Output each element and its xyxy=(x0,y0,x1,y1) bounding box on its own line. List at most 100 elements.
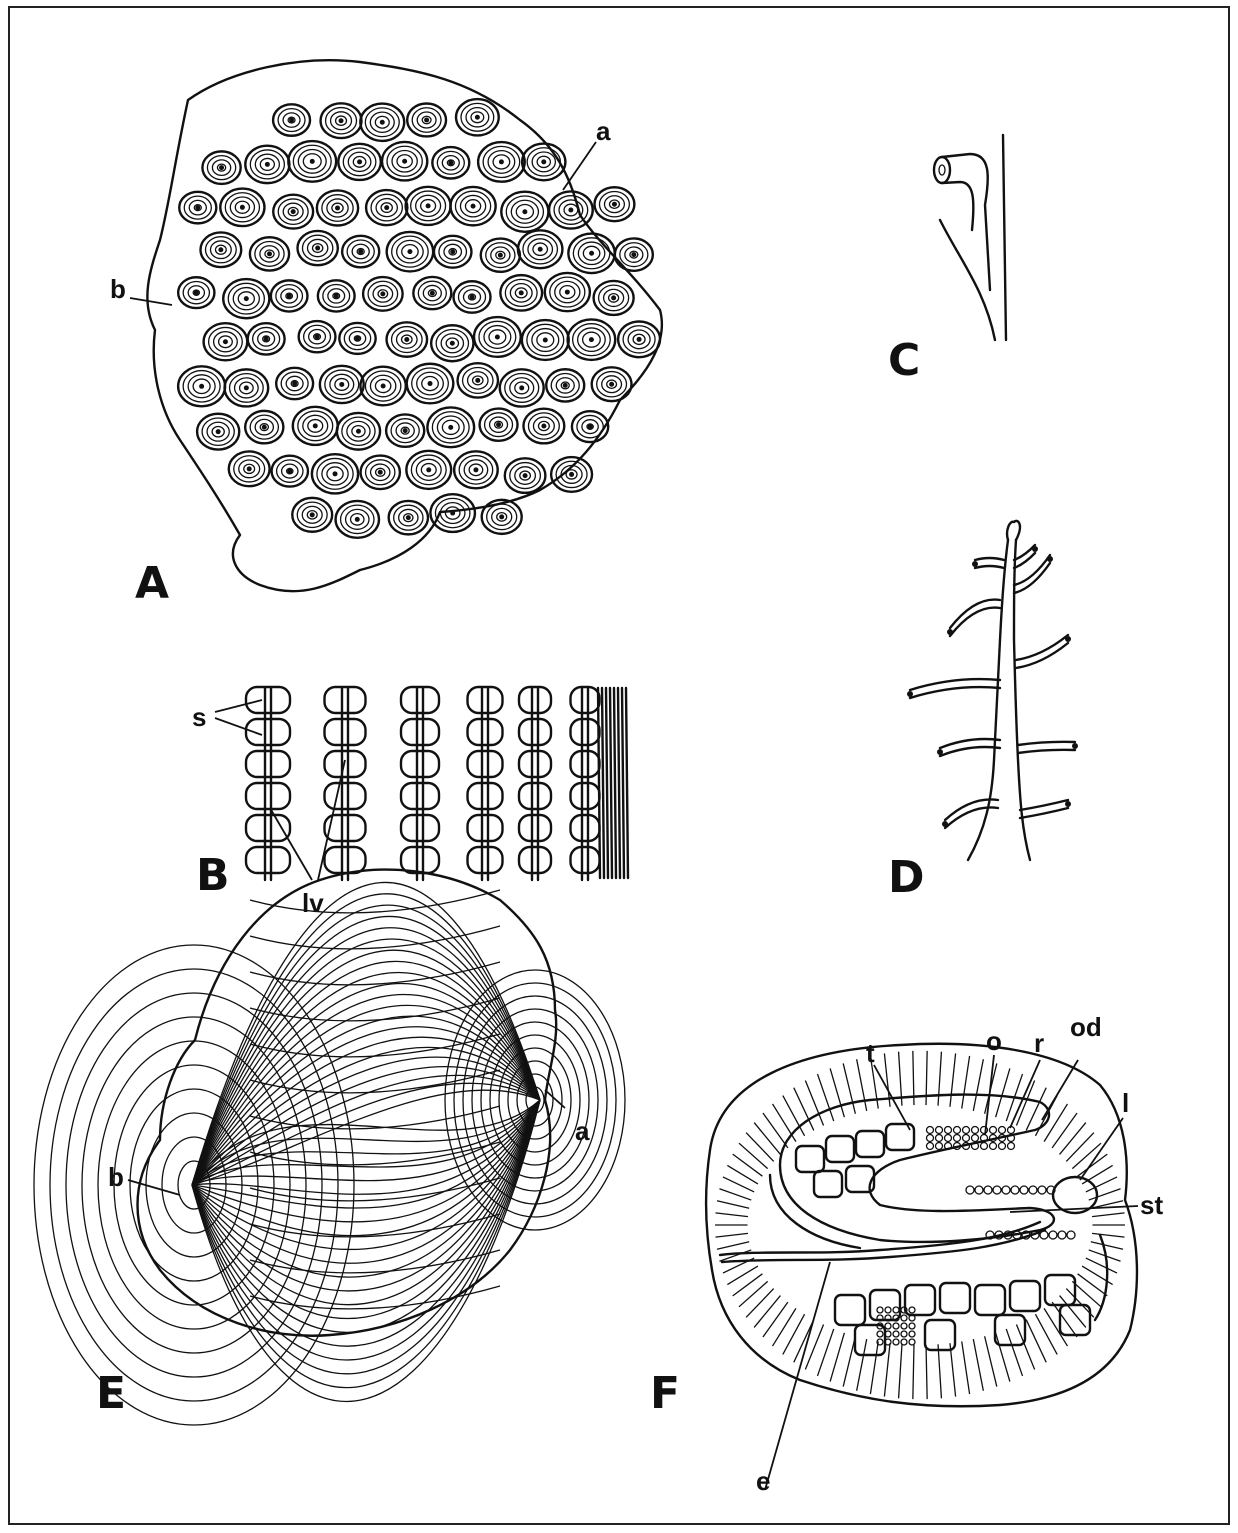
papilla xyxy=(975,1186,983,1194)
hatch-line xyxy=(1060,1123,1086,1155)
cell-nucleus xyxy=(589,337,594,342)
dense-stripe xyxy=(610,688,612,878)
polyp xyxy=(907,691,913,697)
cell-nucleus xyxy=(339,382,344,387)
cell-nucleus xyxy=(428,381,433,386)
branch xyxy=(1016,643,1068,668)
cell-nucleus xyxy=(219,165,224,170)
panel-f-label-od: od xyxy=(1070,1012,1102,1042)
cell-nucleus xyxy=(247,466,252,471)
cell-nucleus xyxy=(519,290,524,295)
panel-a-cells xyxy=(178,99,660,538)
egg xyxy=(901,1339,907,1345)
cell-nucleus xyxy=(355,517,360,522)
gonad-lobe xyxy=(975,1285,1005,1315)
hatch-line xyxy=(962,1341,970,1394)
cell-nucleus xyxy=(287,293,292,298)
gonad-lobe xyxy=(856,1131,884,1157)
cell-nucleus xyxy=(380,120,385,125)
hatch-line xyxy=(763,1302,788,1337)
panel-c: C xyxy=(888,135,1006,386)
cell-nucleus xyxy=(339,118,344,123)
cell-nucleus xyxy=(310,159,315,164)
dense-stripe xyxy=(598,688,600,878)
cell-nucleus xyxy=(473,467,478,472)
panel-c-opening xyxy=(934,157,950,183)
egg xyxy=(877,1307,883,1313)
panel-f-leader-e xyxy=(765,1262,830,1490)
ovary-egg xyxy=(972,1135,979,1142)
cell-nucleus xyxy=(287,469,292,474)
cell-nucleus xyxy=(264,336,269,341)
panel-b: s lv B xyxy=(192,687,628,918)
mesh-ring xyxy=(454,983,616,1217)
cell-nucleus xyxy=(289,118,294,123)
hatch-line xyxy=(857,1339,867,1391)
cell-nucleus xyxy=(450,511,455,516)
cell-nucleus xyxy=(334,293,339,298)
ovary-egg xyxy=(954,1127,961,1134)
panel-e-label-a: a xyxy=(575,1116,590,1146)
panel-f-leader-od xyxy=(1042,1060,1078,1120)
panel-a: a b A xyxy=(110,60,662,609)
panel-f-label-o: o xyxy=(986,1026,1002,1056)
panel-b-leader-lv1 xyxy=(270,808,312,880)
hatch-line xyxy=(1078,1154,1108,1176)
cell xyxy=(571,783,600,809)
cell xyxy=(246,847,290,873)
cell-nucleus xyxy=(475,378,480,383)
panel-a-leader-a xyxy=(563,142,596,190)
branch xyxy=(1018,742,1075,745)
cell xyxy=(401,815,439,841)
egg xyxy=(901,1315,907,1321)
dense-stripe xyxy=(626,688,628,878)
panel-b-leader-s1 xyxy=(215,700,262,712)
cell xyxy=(519,687,551,713)
cell-nucleus xyxy=(199,384,204,389)
hatch-line xyxy=(1060,1296,1086,1328)
panel-f-label-e: e xyxy=(756,1466,770,1496)
panel-c-letter: C xyxy=(888,335,920,386)
cell xyxy=(401,687,439,713)
cell-nucleus xyxy=(541,159,546,164)
cell xyxy=(325,719,366,745)
panel-f-leader-r xyxy=(1010,1060,1040,1128)
hatch-line xyxy=(1091,1242,1123,1250)
cell-nucleus xyxy=(381,384,386,389)
cell xyxy=(325,847,366,873)
ovary-egg xyxy=(936,1143,943,1150)
cell-nucleus xyxy=(357,159,362,164)
ovary-egg xyxy=(990,1127,997,1134)
cell-nucleus xyxy=(541,424,546,429)
cell xyxy=(325,815,366,841)
hatch-line xyxy=(1092,1233,1124,1237)
branch xyxy=(940,747,1000,756)
hatch-line xyxy=(938,1052,941,1106)
polyp xyxy=(1047,556,1053,562)
cell-nucleus xyxy=(407,249,412,254)
hatch-line xyxy=(739,1143,768,1168)
cell xyxy=(519,815,551,841)
hatch-line xyxy=(818,1329,834,1376)
cell xyxy=(571,687,600,713)
cell xyxy=(571,719,600,745)
ovary-egg xyxy=(1008,1143,1015,1150)
hatch-line xyxy=(746,1289,774,1318)
cell-nucleus xyxy=(568,207,573,212)
ovary-egg xyxy=(927,1143,934,1150)
cell-nucleus xyxy=(565,290,570,295)
cell xyxy=(401,719,439,745)
dense-stripe xyxy=(618,688,620,878)
gonad-lobe xyxy=(814,1171,842,1197)
panel-b-cell-grid xyxy=(246,687,628,880)
hatch-line xyxy=(754,1123,780,1155)
cell-nucleus xyxy=(637,337,642,342)
cell-nucleus xyxy=(426,203,431,208)
panel-f-label-l: l xyxy=(1122,1088,1129,1118)
cell-nucleus xyxy=(496,422,501,427)
hatch-line xyxy=(754,1296,780,1328)
cell-nucleus xyxy=(589,251,594,256)
panel-a-leader-b xyxy=(130,298,172,305)
panel-b-letter: B xyxy=(196,850,230,901)
cell-nucleus xyxy=(519,385,524,390)
